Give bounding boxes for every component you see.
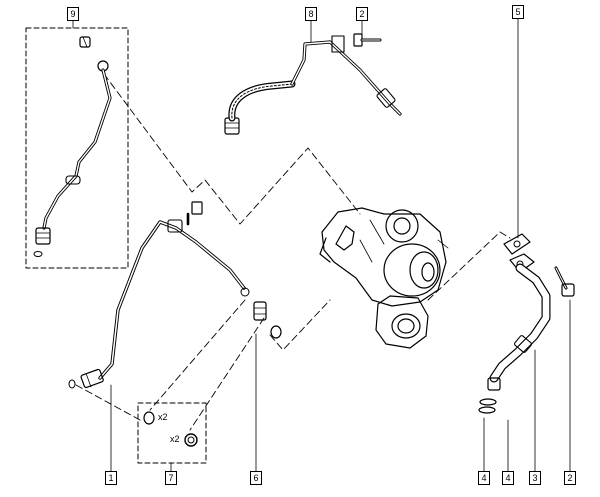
part-5-gasket (503, 233, 531, 255)
part-9-pipe (33, 36, 112, 257)
callout-1: 1 (105, 471, 117, 485)
part-7-seals (143, 411, 198, 447)
callout-7: 7 (165, 471, 177, 485)
part-8-hose (224, 35, 402, 135)
callout-3: 3 (529, 471, 541, 485)
leader-lines (72, 18, 571, 472)
callout-8: 8 (305, 7, 317, 21)
part-2-bolt-top (353, 33, 382, 47)
part-3-pipe (487, 253, 551, 391)
part-4-orings (478, 398, 497, 414)
routing-lines (75, 73, 511, 431)
part-1-pipe (68, 219, 250, 389)
part-6-union (253, 301, 282, 339)
callout-2-bottom: 2 (564, 471, 576, 485)
callout-4-left: 4 (478, 471, 490, 485)
turbocharger (319, 207, 449, 349)
multiplier-oring: x2 (158, 412, 168, 422)
callout-9: 9 (67, 7, 79, 21)
callout-5: 5 (512, 5, 524, 19)
callout-2-top: 2 (356, 7, 368, 21)
bolt-centre (186, 201, 203, 226)
group-box-9 (25, 27, 129, 269)
group-box-7 (137, 402, 207, 464)
multiplier-washer: x2 (170, 434, 180, 444)
part-2-bolt-right (554, 266, 575, 297)
callout-6: 6 (250, 471, 262, 485)
callout-4-right: 4 (502, 471, 514, 485)
